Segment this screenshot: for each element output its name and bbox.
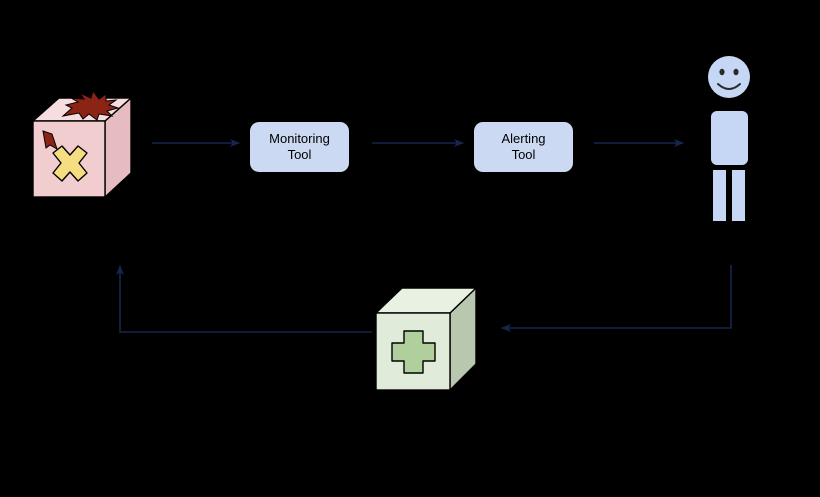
node-monitoring-tool[interactable]: Monitoring Tool [249, 121, 350, 173]
broken-server-cube-icon [31, 89, 133, 199]
actor-eye-left-icon [719, 68, 725, 76]
actor-body-icon [711, 111, 748, 165]
node-alerting-tool[interactable]: Alerting Tool [473, 121, 574, 173]
node-monitoring-tool-label: Monitoring Tool [269, 130, 330, 162]
actor-leg-left-icon [713, 170, 726, 221]
explosion-burst-icon [61, 89, 120, 121]
plus-mark-icon [391, 330, 436, 374]
actor-leg-right-icon [732, 170, 745, 221]
edge-recovered-to-server [116, 265, 372, 333]
actor-smile-icon [717, 83, 741, 90]
crack-icon [42, 130, 58, 151]
actor-eye-right-icon [733, 68, 739, 76]
actor-head-icon [708, 56, 750, 98]
x-mark-icon [52, 145, 88, 182]
edge-person-to-recovered [501, 265, 732, 332]
node-alerting-tool-label: Alerting Tool [501, 130, 546, 162]
healthy-server-cube-icon [374, 286, 478, 392]
person-actor-icon [708, 56, 750, 221]
